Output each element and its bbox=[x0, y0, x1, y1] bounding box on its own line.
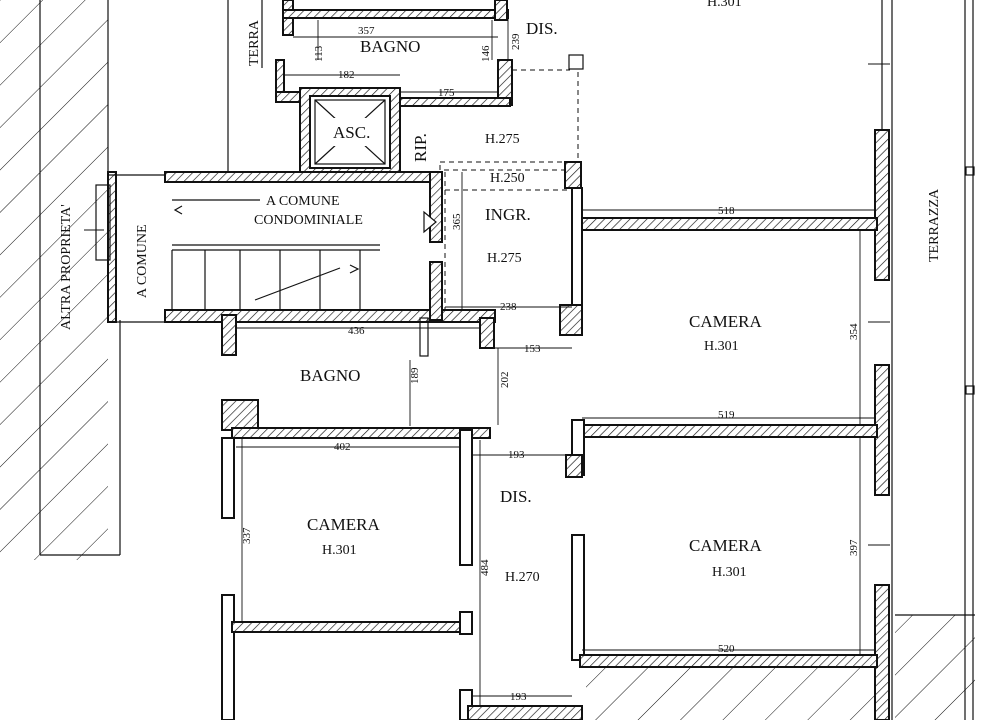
rip-label: RIP. bbox=[411, 133, 430, 162]
dim-518: 518 bbox=[718, 205, 735, 217]
dim-193-top: 193 bbox=[508, 449, 525, 461]
ingr-height-label: H.275 bbox=[487, 251, 522, 266]
dim-365: 365 bbox=[451, 213, 463, 230]
top-room-height: H.301 bbox=[707, 0, 742, 10]
dim-520: 520 bbox=[718, 643, 735, 655]
dim-402: 402 bbox=[334, 441, 351, 453]
h275-top-label: H.275 bbox=[485, 132, 520, 147]
elevator-label: ASC. bbox=[333, 123, 370, 142]
other-property-label: ALTRA PROPRIETA' bbox=[59, 204, 74, 330]
common-label-2: CONDOMINIALE bbox=[254, 213, 363, 228]
dim-519: 519 bbox=[718, 409, 735, 421]
a-comune-side-label: A COMUNE bbox=[135, 224, 150, 298]
camera3-label: CAMERA bbox=[689, 536, 762, 555]
dim-113: 113 bbox=[313, 45, 325, 62]
dim-146: 146 bbox=[480, 45, 492, 62]
dim-397: 397 bbox=[848, 539, 860, 556]
h250-label: H.250 bbox=[490, 171, 525, 186]
dim-239: 239 bbox=[510, 33, 522, 50]
bagno-label: BAGNO bbox=[300, 366, 360, 385]
terrace-top-lines bbox=[227, 0, 263, 172]
stairs bbox=[171, 199, 380, 310]
dim-484: 484 bbox=[479, 559, 491, 576]
camera1-label: CAMERA bbox=[689, 312, 762, 331]
dim-202: 202 bbox=[499, 372, 511, 389]
dis-height-label: H.270 bbox=[505, 570, 540, 585]
dimension-lines bbox=[84, 18, 890, 706]
dimension-labels: 357 113 146 239 182 175 365 518 238 436 … bbox=[241, 25, 860, 703]
camera1-height-label: H.301 bbox=[704, 339, 739, 354]
dim-189: 189 bbox=[409, 367, 421, 384]
terrace-top-label: TERRA bbox=[247, 19, 262, 66]
dim-238: 238 bbox=[500, 301, 517, 313]
room-labels: H.301 TERRA TERRAZZA ALTRA PROPRIETA' A … bbox=[59, 0, 942, 585]
ingr-label: INGR. bbox=[485, 205, 531, 224]
dim-193-bottom: 193 bbox=[510, 691, 527, 703]
dim-337: 337 bbox=[241, 527, 253, 544]
terrace-right-label: TERRAZZA bbox=[927, 188, 942, 262]
dim-175: 175 bbox=[438, 87, 455, 99]
other-property-area bbox=[0, 0, 121, 560]
dim-182: 182 bbox=[338, 69, 355, 81]
dim-357: 357 bbox=[358, 25, 375, 37]
dis-top-label: DIS. bbox=[526, 19, 558, 38]
common-label-1: A COMUNE bbox=[266, 194, 340, 209]
bagno-top-label: BAGNO bbox=[360, 37, 420, 56]
terrace-boundary bbox=[881, 0, 975, 720]
dis-label: DIS. bbox=[500, 487, 532, 506]
dim-354: 354 bbox=[848, 323, 860, 340]
camera2-height-label: H.301 bbox=[322, 543, 357, 558]
camera2-label: CAMERA bbox=[307, 515, 380, 534]
dim-436: 436 bbox=[348, 325, 365, 337]
camera3-height-label: H.301 bbox=[712, 565, 747, 580]
walls bbox=[95, 0, 890, 720]
terrace-bottom-hatch bbox=[586, 614, 975, 720]
dim-153: 153 bbox=[524, 343, 541, 355]
